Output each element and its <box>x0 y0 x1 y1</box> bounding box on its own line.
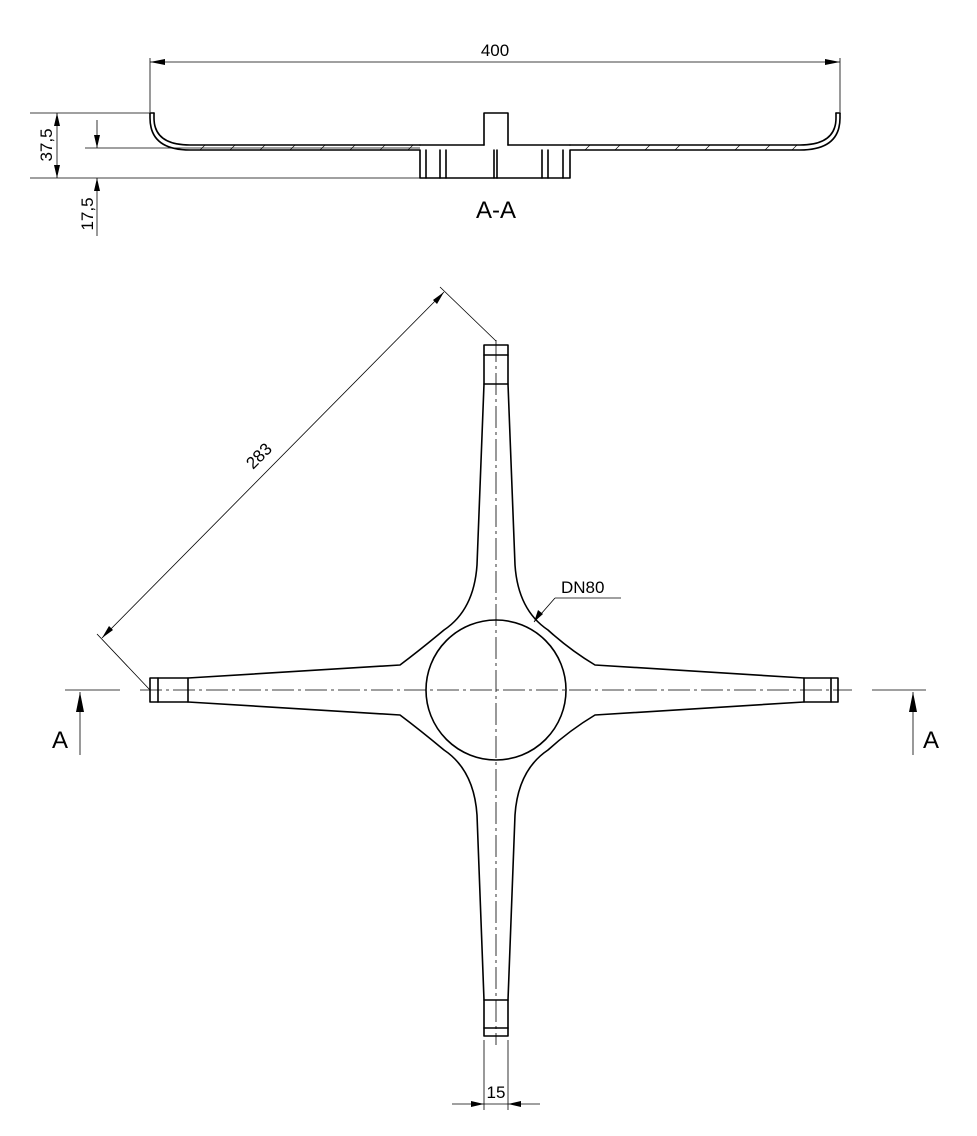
cut-marker-left: A <box>52 692 84 755</box>
spider-outline <box>149 344 839 1037</box>
dimension-arm-length: 283 <box>96 286 497 691</box>
plan-view: 283 DN80 15 A A <box>52 286 939 1110</box>
dimension-283-label: 283 <box>242 439 275 472</box>
dimension-37-5-label: 37,5 <box>37 128 56 161</box>
cut-marker-right: A <box>909 692 939 755</box>
svg-text:A: A <box>52 727 68 754</box>
dn80-label: DN80 <box>561 578 604 597</box>
dish-profile-inner <box>153 112 837 146</box>
dimension-total-height: 37,5 <box>30 112 420 179</box>
dimension-15-label: 15 <box>487 1083 506 1102</box>
dimension-17-5-label: 17,5 <box>78 197 97 230</box>
section-view: 400 <box>30 41 841 236</box>
pipe-size-callout: DN80 <box>533 578 621 623</box>
dimension-overall-width: 400 <box>149 41 841 112</box>
section-label: A-A <box>476 197 516 224</box>
svg-text:A: A <box>923 727 939 754</box>
dish-profile-outer <box>149 112 841 179</box>
dimension-hub-depth: 17,5 <box>78 120 420 236</box>
dimension-arm-width: 15 <box>452 1040 540 1110</box>
dimension-400-label: 400 <box>481 41 509 60</box>
hub-section <box>419 112 571 179</box>
section-hatching <box>199 144 798 151</box>
